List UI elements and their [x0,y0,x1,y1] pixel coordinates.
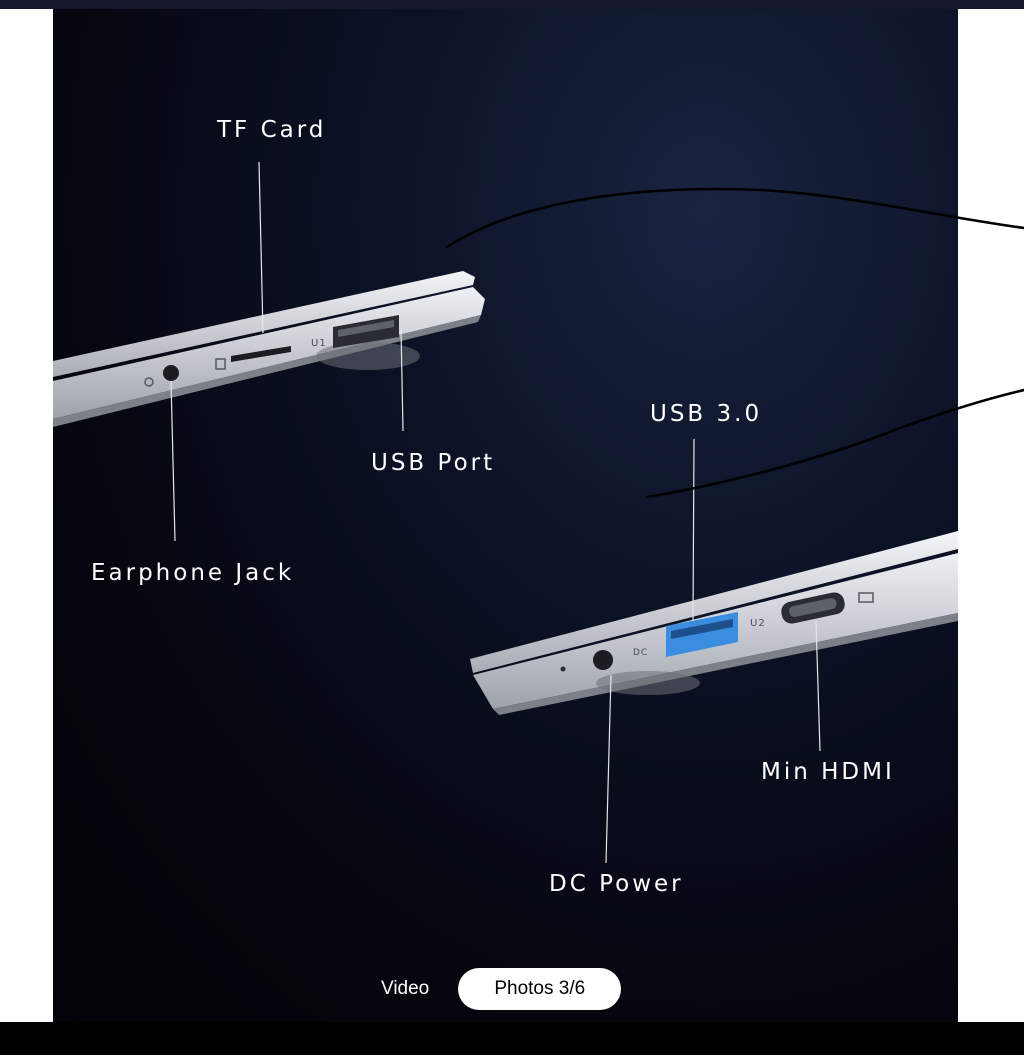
upper-laptop [53,271,485,427]
lower-laptop [470,531,958,715]
earphone-jack-label: Earphone Jack [91,560,295,586]
usb-30-label: USB 3.0 [650,401,763,427]
tf-card-label: TF Card [217,117,327,143]
u1-mark: U1 [311,338,327,349]
min-hdmi-label: Min HDMI [761,759,895,785]
top-strip [0,0,1024,9]
gallery-tabs: Video Photos 3/6 [380,967,622,1011]
u2-mark: U2 [750,618,766,629]
dc-power-label: DC Power [549,871,684,897]
photos-tab[interactable]: Photos 3/6 [458,968,622,1010]
usb-port-label: USB Port [371,450,496,476]
laptop-ports-illustration [53,161,958,864]
video-tab[interactable]: Video [381,978,430,999]
callout-leaders [170,161,821,864]
bottom-bar [0,1022,1024,1055]
dc-mark: DC [633,648,649,658]
product-photo[interactable]: U1 U2 DC TF Card USB Port Earphone Jack … [53,9,958,1022]
